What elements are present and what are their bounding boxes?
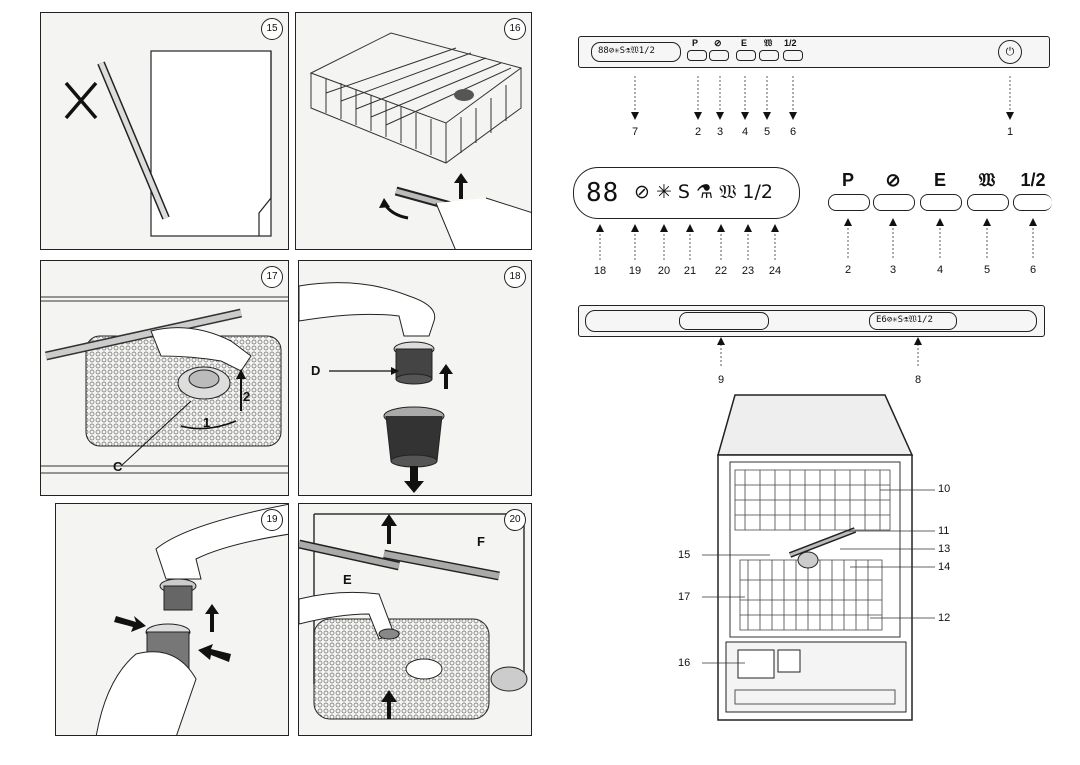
- label-c: C: [113, 459, 123, 474]
- callout-23: 23: [741, 265, 755, 277]
- filter-rotate-drawing: [41, 296, 288, 474]
- figure-number: 17: [261, 266, 283, 288]
- figure-number: 18: [504, 266, 526, 288]
- callout-13: 13: [938, 543, 951, 555]
- key-dry[interactable]: [967, 194, 1009, 211]
- figure-number: 19: [261, 509, 283, 531]
- callout-2: 2: [694, 126, 702, 138]
- power-icon: ⏻: [1005, 46, 1015, 58]
- prohibited-x-icon: [64, 81, 98, 120]
- display-detail: 88 ⊘ ✳ S ⚗ 𝔚 1/2: [573, 167, 800, 219]
- up-arrow-icon: [439, 364, 453, 389]
- callout-11: 11: [938, 525, 950, 537]
- button-half[interactable]: [783, 50, 803, 61]
- button-dry[interactable]: [759, 50, 779, 61]
- callout-4: 4: [741, 126, 749, 138]
- button-p[interactable]: [687, 50, 707, 61]
- key-delay-label: ⊘: [885, 170, 901, 190]
- label-d: D: [311, 363, 321, 378]
- up-arrow-icon: [381, 514, 397, 544]
- panel-bar-display-text: E6⊘✳S⚗𝔚1/2: [876, 315, 933, 325]
- arrow-right-icon: [114, 616, 146, 632]
- callout-14: 14: [938, 561, 951, 573]
- display-digits: 88: [586, 178, 620, 208]
- callout-21: 21: [683, 265, 697, 277]
- callout-7: 7: [631, 126, 639, 138]
- button-p-label: P: [692, 38, 699, 48]
- up-arrow-icon: [454, 173, 468, 199]
- up-arrow-icon: [381, 690, 397, 719]
- callout-15: 15: [678, 549, 691, 561]
- button-delay-label: ⊘: [714, 38, 722, 48]
- callout-5: 5: [763, 126, 771, 138]
- key-p[interactable]: [828, 194, 870, 211]
- small-display-text: 88⊘✳S⚗𝔚1/2: [598, 46, 655, 56]
- filter-remove-drawing: [299, 282, 453, 493]
- figure-19-panel: 19: [55, 503, 289, 736]
- callout-5b: 5: [983, 264, 991, 276]
- panel-bar: E6⊘✳S⚗𝔚1/2: [578, 305, 1045, 337]
- panel-bar-inner: [585, 310, 1037, 332]
- key-dry-label: 𝔚: [978, 170, 996, 190]
- callout-20: 20: [657, 265, 671, 277]
- button-e-label: E: [741, 38, 748, 48]
- callout-4b: 4: [936, 264, 944, 276]
- label-one: 1: [203, 415, 211, 430]
- down-arrow-icon: [404, 466, 424, 493]
- callout-17: 17: [678, 591, 691, 603]
- callout-3: 3: [716, 126, 724, 138]
- figure-15-panel: 15: [40, 12, 289, 250]
- label-two: 2: [243, 389, 251, 404]
- callout-10: 10: [938, 483, 951, 495]
- figure-number: 15: [261, 18, 283, 40]
- key-half-label: 1/2: [1020, 170, 1046, 190]
- display-symbols: ⊘ ✳ S ⚗ 𝔚 1/2: [634, 181, 773, 203]
- callout-12: 12: [938, 612, 951, 624]
- button-dry-label: 𝔚: [764, 38, 773, 48]
- key-e[interactable]: [920, 194, 962, 211]
- callout-3b: 3: [889, 264, 897, 276]
- button-e[interactable]: [736, 50, 756, 61]
- figure-16-panel: 16: [295, 12, 532, 250]
- callout-1: 1: [1006, 126, 1014, 138]
- callout-6: 6: [789, 126, 797, 138]
- button-delay[interactable]: [709, 50, 729, 61]
- callout-22: 22: [714, 265, 728, 277]
- key-p-label: P: [841, 170, 854, 190]
- spray-arm-removal-drawing: [299, 513, 528, 720]
- button-half-label: 1/2: [784, 38, 797, 48]
- callout-9: 9: [717, 374, 725, 386]
- callout-6b: 6: [1029, 264, 1037, 276]
- label-f: F: [477, 534, 485, 549]
- control-panel: 88⊘✳S⚗𝔚1/2 P ⊘ E 𝔚 1/2 ⏻: [578, 36, 1050, 68]
- key-half[interactable]: [1013, 194, 1052, 211]
- figure-18-panel: D 18: [298, 260, 532, 496]
- callout-24: 24: [768, 265, 782, 277]
- figure-number: 20: [504, 509, 526, 531]
- key-delay[interactable]: [873, 194, 915, 211]
- callout-2b: 2: [844, 264, 852, 276]
- figure-20-panel: E F 20: [298, 503, 532, 736]
- panel-bar-display: E6⊘✳S⚗𝔚1/2: [869, 312, 957, 330]
- basket-drawing: [309, 32, 531, 249]
- handle-recess[interactable]: [679, 312, 769, 330]
- filter-separate-drawing: [95, 504, 288, 735]
- key-e-label: E: [933, 170, 946, 190]
- power-button[interactable]: ⏻: [998, 40, 1022, 64]
- door-drawing: [64, 50, 272, 237]
- callout-19: 19: [628, 265, 642, 277]
- label-e: E: [343, 572, 352, 587]
- figure-17-panel: 2 1 C 17: [40, 260, 289, 496]
- arrow-left-icon: [198, 644, 231, 662]
- up-arrow-icon: [205, 604, 219, 632]
- callout-8: 8: [914, 374, 922, 386]
- figure-number: 16: [504, 18, 526, 40]
- callout-16: 16: [678, 657, 691, 669]
- small-display: 88⊘✳S⚗𝔚1/2: [591, 42, 681, 62]
- callout-18: 18: [593, 265, 607, 277]
